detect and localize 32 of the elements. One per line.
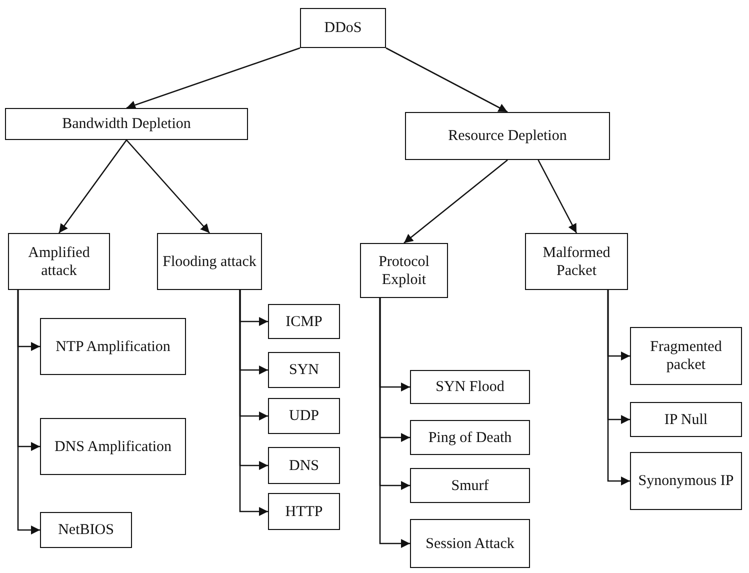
category-box: Malformed Packet: [525, 233, 628, 290]
arrow: [239, 290, 268, 516]
category-box: HTTP: [268, 493, 340, 530]
arrow: [386, 47, 508, 113]
category-box: Synonymous IP: [630, 452, 742, 510]
arrow: [404, 160, 508, 244]
category-box: ICMP: [268, 304, 340, 339]
category-box: IP Null: [630, 402, 742, 437]
arrow: [379, 298, 410, 548]
category-box: NTP Amplification: [40, 318, 186, 375]
category-box: SYN: [268, 352, 340, 388]
category-box: DDoS: [300, 8, 386, 48]
category-box: Resource Depletion: [405, 112, 610, 160]
category-box: Amplified attack: [8, 233, 110, 290]
category-box: Ping of Death: [410, 420, 530, 455]
category-box: DNS Amplification: [40, 418, 186, 475]
arrow: [126, 140, 210, 234]
arrow: [17, 290, 40, 534]
category-box: NetBIOS: [40, 512, 132, 548]
category-box: DNS: [268, 447, 340, 484]
category-box: Session Attack: [410, 519, 530, 568]
category-box: Protocol Exploit: [360, 243, 448, 298]
arrow: [538, 160, 578, 234]
category-box: Flooding attack: [157, 233, 262, 290]
category-box: SYN Flood: [410, 370, 530, 404]
category-box: Smurf: [410, 468, 530, 503]
arrow: [126, 47, 300, 110]
arrow: [607, 290, 630, 486]
arrow: [58, 140, 128, 234]
category-box: Bandwidth Depletion: [5, 108, 248, 140]
category-box: UDP: [268, 398, 340, 434]
category-box: Fragmented packet: [630, 327, 742, 385]
